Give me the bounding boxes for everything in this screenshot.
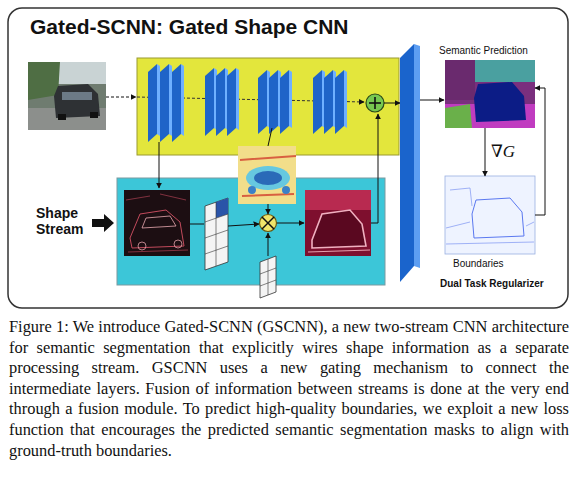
input-photo-part: [28, 62, 106, 130]
boundaries-image-part: [445, 176, 535, 254]
regular-stream-box: [137, 58, 399, 155]
conv-layers-part: [344, 70, 347, 128]
fusion-layer-part: [414, 44, 420, 268]
boundaries-image-part: [446, 188, 534, 244]
conv-layers-part: [181, 64, 184, 136]
conv-layers-part: [324, 70, 333, 134]
feature-grid-part: [216, 198, 228, 218]
conv-layers-part: [258, 70, 267, 134]
gate-grid-part: [260, 280, 276, 286]
shape-input-arrow: [92, 214, 114, 232]
gated-output-part: [308, 250, 370, 252]
input-photo-part: [58, 114, 66, 120]
semantic-image-part: [445, 60, 475, 100]
gate-output-arrow: [277, 223, 304, 224]
edge-label: ∇G: [491, 141, 515, 162]
regularizer-name: Dual Task Regularizer: [440, 278, 570, 290]
attention-map-part: [248, 186, 256, 194]
gate-multiply-part: [262, 217, 274, 229]
attention-map: [238, 146, 296, 204]
stream-name: Shape Stream: [36, 205, 94, 237]
input-photo-part: [62, 92, 92, 100]
fusion-layer-part: [400, 44, 414, 282]
semantic-image: [445, 60, 535, 128]
node-heading: Semantic Prediction: [439, 45, 549, 56]
grid-arrow: [228, 224, 259, 226]
edge-image-part: [142, 216, 176, 228]
conv-layers-part: [205, 68, 214, 136]
conv-layers-part: [157, 64, 160, 136]
semantic-image-part: [474, 82, 526, 122]
gate-multiply: [260, 215, 277, 232]
edge-image-part: [124, 190, 190, 256]
feature-grid-part: [205, 198, 228, 270]
gate-grid-part: [268, 259, 269, 295]
gated-output-part: [305, 190, 371, 210]
gate-grid-part: [260, 268, 276, 274]
conv-layers-part: [216, 68, 225, 136]
stream-link-arrow: [159, 142, 160, 188]
feature-grid-part: [205, 246, 228, 254]
edge-image: [124, 190, 190, 256]
conv-layers-part: [289, 70, 292, 128]
gate-grid-part: [260, 256, 276, 298]
node-heading: Boundaries: [453, 258, 563, 269]
edge-image-part: [126, 194, 188, 252]
edge-connector: [485, 128, 486, 176]
conv-layers-part: [280, 70, 289, 134]
figure-caption: Figure 1: We introduce Gated-SCNN (GSCNN…: [9, 317, 569, 461]
attention-map-part: [254, 171, 282, 185]
attention-map-part: [240, 156, 296, 196]
attention-map-part: [282, 186, 290, 194]
semantic-image-part: [445, 104, 472, 128]
prediction-arrow: [420, 100, 444, 101]
edge-connector: [535, 88, 545, 215]
conv-layers-part: [335, 70, 344, 134]
attention-link: [268, 128, 272, 146]
conv-layers-part: [169, 64, 172, 136]
fusion-plus-part: [374, 97, 376, 109]
attention-map-part: [238, 146, 296, 204]
conv-layers-part: [227, 68, 236, 136]
edge-image-part: [174, 240, 182, 248]
output-to-fusion: [371, 114, 378, 223]
conv-layers-part: [148, 64, 157, 142]
boundaries-image: [445, 176, 535, 254]
input-photo-part: [90, 112, 98, 118]
edge-image-part: [138, 242, 146, 250]
conv-layers: [148, 64, 347, 142]
fusion-plus-part: [366, 94, 384, 112]
feature-grid-part: [205, 214, 228, 222]
conv-layers-part: [172, 64, 181, 142]
gated-output: [305, 190, 371, 256]
gate-multiply-part: [262, 217, 274, 229]
input-photo: [28, 62, 106, 130]
input-arrow: [106, 97, 136, 98]
fusion-arrow: [384, 103, 400, 104]
conv-layers-part: [236, 68, 239, 130]
edge-link: [190, 224, 204, 225]
boundary-box: Boundaries: [445, 176, 535, 254]
conv-layers-part: [269, 70, 278, 134]
boundaries-image-part: [472, 198, 524, 238]
gated-output-part: [312, 210, 366, 248]
attention-arrow: [268, 204, 269, 214]
input-photo-part: [54, 84, 100, 118]
outer-frame: [8, 8, 568, 308]
conv-layers-part: [160, 64, 169, 142]
fusion-layer: [400, 44, 420, 282]
feature-grid: [205, 198, 228, 270]
fusion-plus: [366, 94, 384, 112]
gate-grid: [260, 256, 276, 298]
prediction-box: Semantic Prediction: [445, 60, 535, 128]
edge-image-part: [130, 210, 184, 248]
gate-grid-arrow: [268, 233, 269, 256]
gated-output-part: [305, 190, 371, 256]
conv-layers-part: [313, 70, 322, 134]
feature-grid-part: [205, 230, 228, 238]
gate-multiply-part: [260, 215, 277, 232]
figure-title: Gated-SCNN: Gated Shape CNN: [30, 15, 349, 39]
semantic-image-part: [445, 60, 535, 128]
